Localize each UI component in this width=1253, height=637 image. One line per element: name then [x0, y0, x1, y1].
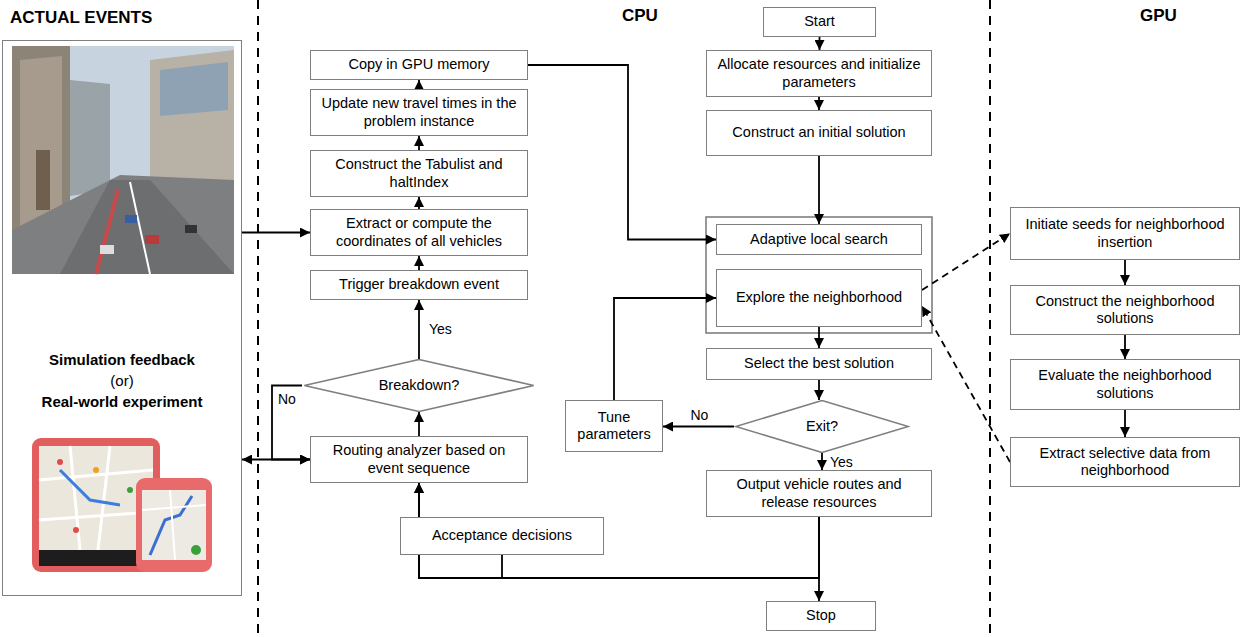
flow-arrow [528, 65, 716, 240]
flow-arrow [821, 453, 823, 470]
flow-arrow [1124, 260, 1126, 285]
node-text: Start [771, 13, 868, 30]
panel-caption: (or) [10, 370, 234, 391]
node-text: Output vehicle routes and release resour… [714, 476, 924, 511]
node-text: Trigger breakdown event [318, 276, 520, 293]
flow-arrow [418, 300, 420, 359]
node-text: Copy in GPU memory [318, 56, 520, 73]
flow-arrow [818, 97, 820, 110]
node-text: Explore the neighborhood [724, 289, 914, 306]
simulation-illustration [12, 46, 234, 274]
flow-arrow [614, 298, 716, 400]
flow-arrow [818, 156, 820, 224]
device-illustration [32, 438, 212, 572]
flow-arrow [1124, 410, 1126, 437]
node-text: Initiate seeds for neighborhood insertio… [1018, 216, 1232, 251]
edge-label: Yes [828, 454, 855, 470]
node-text: Construct an initial solution [714, 124, 924, 141]
process-box: Extract selective data from neighborhood [1010, 437, 1240, 487]
node-text: Update new travel times in the problem i… [318, 95, 520, 130]
column-divider [989, 0, 991, 637]
flow-arrow [418, 136, 420, 150]
column-divider [257, 0, 259, 637]
flow-arrow [1124, 335, 1126, 359]
process-box: Extract or compute the coordinates of al… [310, 209, 528, 256]
dashed-connector [922, 306, 1010, 462]
process-box: Tune parameters [565, 400, 663, 452]
edge-label: No [276, 391, 298, 407]
node-text: Acceptance decisions [408, 527, 596, 544]
node-text: Tune parameters [573, 409, 655, 444]
process-box: Trigger breakdown event [310, 270, 528, 300]
process-box: Update new travel times in the problem i… [310, 89, 528, 136]
flow-arrow [818, 327, 820, 348]
flow-arrow [272, 386, 310, 460]
node-text: Stop [774, 607, 868, 624]
node-text: Construct the neighborhood solutions [1018, 293, 1232, 328]
process-box: Construct the neighborhood solutions [1010, 285, 1240, 335]
edge-label: Yes [427, 321, 454, 337]
node-text: Select the best solution [714, 355, 924, 372]
process-box: Select the best solution [706, 348, 932, 380]
process-box: Acceptance decisions [400, 517, 604, 555]
process-box: Copy in GPU memory [310, 50, 528, 80]
terminal-box: Start [763, 7, 876, 37]
terminal-box: Stop [766, 601, 876, 631]
node-text: Construct the Tabulist and haltIndex [318, 156, 520, 191]
event-source-panel: Simulation feedback(or)Real-world experi… [2, 40, 242, 596]
edge-label: No [689, 407, 711, 423]
process-box: Initiate seeds for neighborhood insertio… [1010, 207, 1240, 260]
flow-arrow [818, 380, 820, 400]
column-header: GPU [1140, 6, 1177, 26]
flow-arrow [418, 197, 420, 209]
decision-diamond: Exit? [734, 400, 910, 453]
process-box: Construct an initial solution [706, 110, 932, 156]
node-text: Exit? [741, 418, 903, 435]
column-header: CPU [622, 6, 658, 26]
decision-diamond: Breakdown? [302, 359, 536, 412]
process-box: Output vehicle routes and release resour… [706, 470, 932, 517]
process-box: Explore the neighborhood [716, 269, 922, 327]
panel-caption: Simulation feedback [10, 349, 234, 370]
process-box: Evaluate the neighborhood solutions [1010, 359, 1240, 410]
node-text: Breakdown? [309, 377, 529, 394]
process-box: Adaptive local search [716, 224, 922, 255]
flow-arrow [663, 426, 734, 428]
node-text: Evaluate the neighborhood solutions [1018, 367, 1232, 402]
process-box: Routing analyzer based on event sequence [310, 436, 528, 483]
node-text: Extract or compute the coordinates of al… [318, 215, 520, 250]
node-text: Routing analyzer based on event sequence [318, 442, 520, 477]
column-header: ACTUAL EVENTS [10, 8, 152, 28]
process-box: Construct the Tabulist and haltIndex [310, 150, 528, 197]
process-box: Allocate resources and initialize parame… [706, 50, 932, 97]
dashed-connector [922, 234, 1010, 291]
flow-arrow [418, 80, 420, 89]
node-text: Extract selective data from neighborhood [1018, 445, 1232, 480]
flow-arrow [819, 37, 821, 50]
node-text: Adaptive local search [724, 231, 914, 248]
search-group-outline [706, 217, 932, 333]
flow-arrow [418, 412, 420, 436]
flow-arrow [418, 256, 420, 270]
flow-arrow [242, 232, 310, 234]
panel-caption: Real-world experiment [10, 391, 234, 412]
node-text: Allocate resources and initialize parame… [714, 56, 924, 91]
